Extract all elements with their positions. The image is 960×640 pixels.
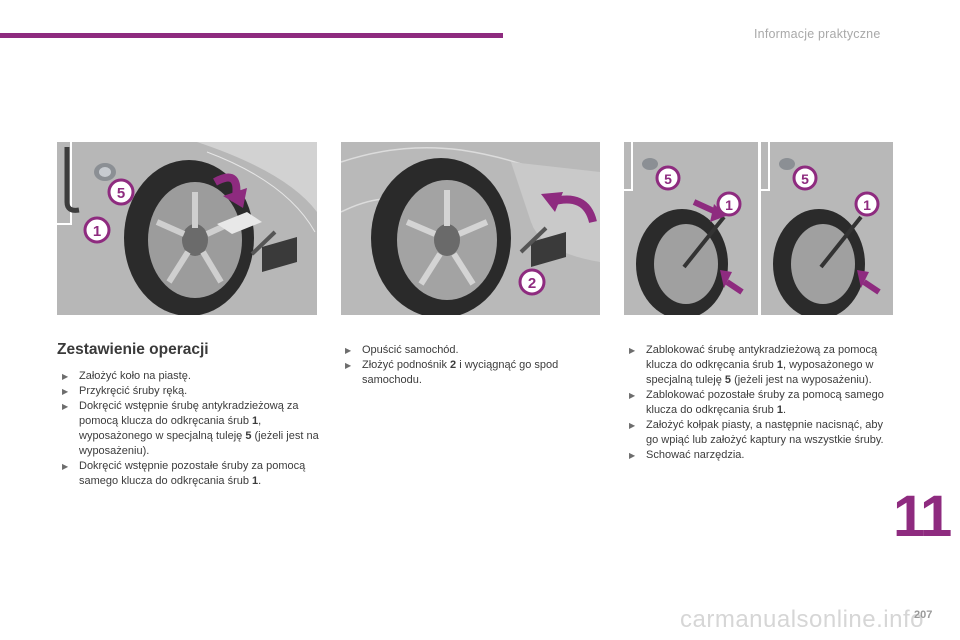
arrow-right-icon: ▶ bbox=[62, 387, 69, 396]
svg-text:5: 5 bbox=[117, 185, 125, 202]
section-title: Informacje praktyczne bbox=[754, 27, 881, 41]
svg-text:2: 2 bbox=[528, 275, 536, 292]
arrow-right-icon: ▶ bbox=[629, 346, 636, 355]
callout-1-badge-left: 1 bbox=[716, 191, 742, 217]
arrow-right-icon: ▶ bbox=[629, 451, 636, 460]
arrow-right-icon: ▶ bbox=[345, 361, 352, 370]
list-item: ▶Założyć koło na piastę. bbox=[62, 370, 191, 382]
svg-text:1: 1 bbox=[725, 197, 733, 213]
photo-tighten-bolts: 5 1 bbox=[57, 142, 317, 315]
page-number: 207 bbox=[914, 609, 933, 621]
list-item: ▶Zablokować pozostałe śruby za pomocą sa… bbox=[629, 389, 884, 416]
steps-column-2: ▶Opuścić samochód. ▶Złożyć podnośnik 2 i… bbox=[345, 343, 600, 388]
arrow-right-icon: ▶ bbox=[629, 391, 636, 400]
callout-1-badge: 1 bbox=[83, 216, 111, 244]
header-accent-bar bbox=[0, 33, 503, 38]
callout-2-badge: 2 bbox=[518, 268, 546, 296]
steps-list-3: ▶Zablokować śrubę antykradzieżową za pom… bbox=[629, 343, 891, 463]
callout-5-badge-left: 5 bbox=[655, 165, 681, 191]
callout-5-badge: 5 bbox=[107, 178, 135, 206]
list-item: ▶Przykręcić śruby ręką. bbox=[62, 385, 188, 397]
steps-column-1: ▶Założyć koło na piastę. ▶Przykręcić śru… bbox=[62, 369, 320, 489]
procedure-heading: Zestawienie operacji bbox=[57, 341, 209, 358]
svg-text:5: 5 bbox=[801, 171, 809, 187]
list-item: ▶Złożyć podnośnik 2 i wyciągnąć go spod … bbox=[345, 359, 559, 386]
svg-text:5: 5 bbox=[664, 171, 672, 187]
photo-lower-car-jack: 2 bbox=[341, 142, 600, 315]
arrow-right-icon: ▶ bbox=[62, 372, 69, 381]
arrow-right-icon: ▶ bbox=[62, 402, 69, 411]
svg-text:1: 1 bbox=[863, 197, 871, 213]
list-item: ▶Schować narzędzia. bbox=[629, 449, 745, 461]
steps-list-2: ▶Opuścić samochód. ▶Złożyć podnośnik 2 i… bbox=[345, 343, 600, 388]
arrow-right-icon: ▶ bbox=[345, 346, 352, 355]
photo-lock-bolts: 5 1 5 1 bbox=[624, 142, 893, 315]
list-item: ▶Zablokować śrubę antykradzieżową za pom… bbox=[629, 344, 878, 386]
steps-column-3: ▶Zablokować śrubę antykradzieżową za pom… bbox=[629, 343, 891, 463]
arrow-right-icon: ▶ bbox=[629, 421, 636, 430]
photo-1-illustration: 5 1 bbox=[57, 142, 317, 315]
chapter-number: 11 bbox=[893, 484, 952, 549]
list-item: ▶Dokręcić wstępnie pozostałe śruby za po… bbox=[62, 460, 306, 487]
svg-text:1: 1 bbox=[93, 223, 101, 240]
watermark: carmanualsonline.info bbox=[680, 606, 924, 633]
photo-3-illustration: 5 1 5 1 bbox=[624, 142, 893, 315]
list-item: ▶Założyć kołpak piasty, a następnie naci… bbox=[629, 419, 884, 446]
callout-1-badge-right: 1 bbox=[854, 191, 880, 217]
list-item: ▶Opuścić samochód. bbox=[345, 344, 459, 356]
list-item: ▶Dokręcić wstępnie śrubę antykradzieżową… bbox=[62, 400, 319, 457]
callout-5-badge-right: 5 bbox=[792, 165, 818, 191]
steps-list-1: ▶Założyć koło na piastę. ▶Przykręcić śru… bbox=[62, 369, 320, 489]
photo-2-illustration: 2 bbox=[341, 142, 600, 315]
arrow-right-icon: ▶ bbox=[62, 462, 69, 471]
